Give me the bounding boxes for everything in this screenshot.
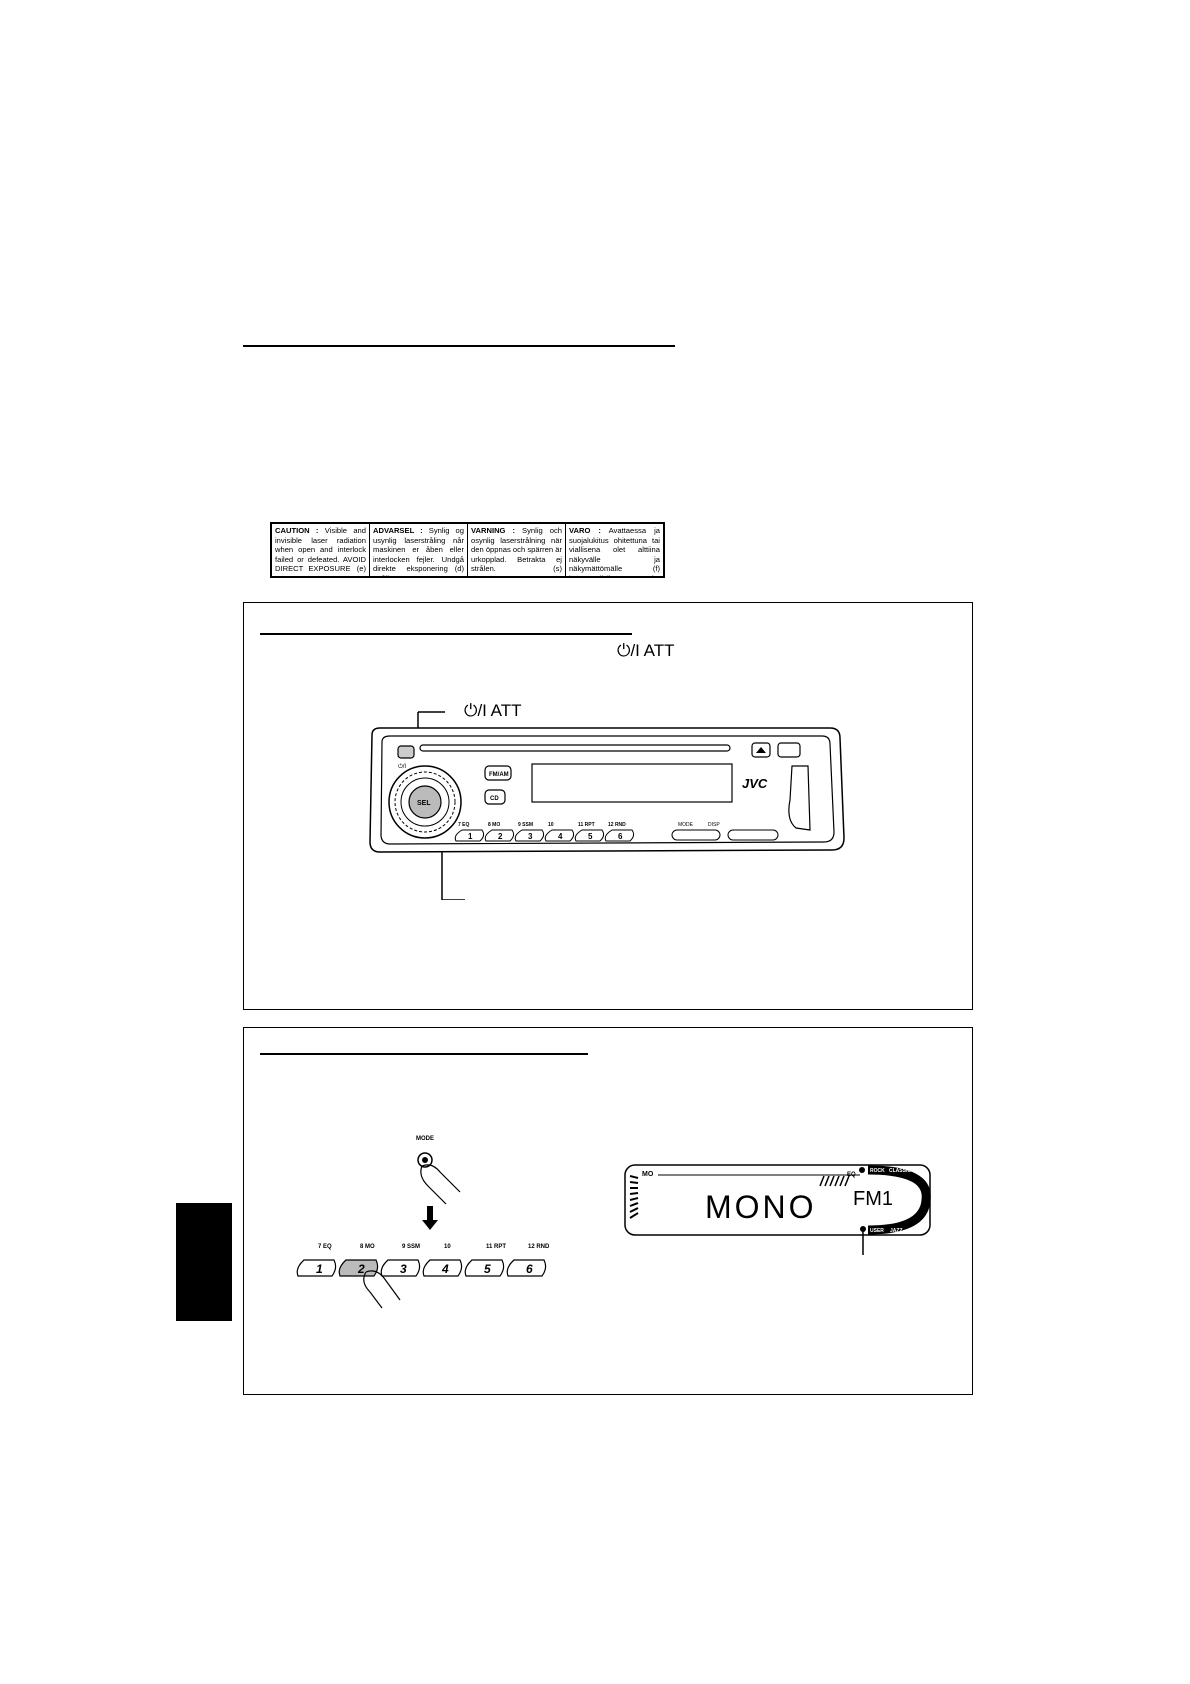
mo-indicator: MO [642, 1171, 654, 1178]
laser-warning-varning: VARNING : Synlig och osynlig laserstråln… [468, 524, 566, 576]
unit-preset-label-6: 12 RND [608, 822, 626, 828]
mode-preset-illustration: MODE 7 EQ 8 MO 9 SSM 10 11 RPT 12 RND 1 2 3 4 5 6 [296, 1136, 550, 1309]
unit-preset-button-6[interactable]: 6 [604, 829, 635, 842]
unit-preset-number: 2 [498, 832, 503, 841]
eq-mode-user: USER [870, 1228, 884, 1234]
fm-am-label: FM/AM [489, 772, 509, 778]
eq-mode-arc [867, 1165, 931, 1235]
mode-disp-buttons[interactable] [671, 829, 721, 841]
laser-warning-advarsel: ADVARSEL : Synlig og usynlig laserstråli… [370, 524, 468, 576]
laser-warning-text: Avattaessa ja suojalukitus ohitettuna ta… [569, 526, 661, 576]
preset-button-6[interactable]: 6 [506, 1259, 547, 1277]
preset-label-2: 8 MO [360, 1244, 375, 1250]
laser-warning-code: (d) [452, 564, 464, 574]
language-side-tab [176, 1203, 232, 1321]
unit-preset-label-4: 10 [548, 822, 554, 828]
right-side-control[interactable] [788, 765, 811, 831]
unit-preset-number: 5 [588, 832, 593, 841]
unit-preset-button-5[interactable]: 5 [574, 829, 605, 842]
section-heading-rule [243, 345, 675, 347]
unit-preset-number: 3 [528, 832, 533, 841]
laser-warning-text: Visible and invisible laser radiation wh… [275, 526, 367, 576]
car-stereo-illustration: ⏻/I SEL FM/AM CD JVC 7 EQ 8 MO 9 SSM 10 11 R… [369, 711, 845, 900]
preset-number: 3 [400, 1262, 407, 1276]
preset-label-3: 9 SSM [402, 1244, 420, 1250]
laser-warning-code: (f) [650, 564, 660, 574]
preset-button-4[interactable]: 4 [422, 1259, 463, 1277]
laser-warning-label: CAUTION : Visible and invisible laser ra… [270, 522, 665, 578]
laser-warning-code: (e) [354, 564, 366, 574]
unit-preset-button-2[interactable]: 2 [484, 829, 515, 842]
lcd-main-text: MONO [705, 1189, 817, 1225]
laser-warning-heading: VARNING : [471, 526, 516, 535]
pty-button[interactable] [777, 742, 801, 758]
unit-preset-button-4[interactable]: 4 [544, 829, 575, 842]
laser-warning-text: Synlig og usynlig laserstråling når mask… [373, 526, 464, 576]
preset-number: 6 [526, 1262, 533, 1276]
eq-mode-classic: CLASSIC [889, 1168, 911, 1174]
mono-panel [243, 1027, 973, 1395]
unit-preset-label-5: 11 RPT [578, 822, 595, 828]
unit-preset-number: 6 [618, 832, 623, 841]
laser-warning-heading: ADVARSEL : [373, 526, 423, 535]
eq-indicator: EQ [847, 1172, 856, 1178]
preset-label-4: 10 [444, 1244, 451, 1250]
panel1-heading-rule [260, 633, 632, 635]
preset-button-1[interactable]: 1 [296, 1259, 337, 1277]
lcd-display-illustration: MO EQ MONO FM1 ROCK CLASSIC USER JAZZ [624, 1164, 931, 1255]
finger-icon [420, 1164, 461, 1205]
mode-label: MODE [678, 822, 694, 828]
preset-number: 4 [441, 1262, 449, 1276]
preset-label-5: 11 RPT [486, 1244, 506, 1250]
laser-warning-code: (s) [551, 564, 562, 574]
unit-preset-label-1: 7 EQ [458, 822, 470, 828]
unit-preset-button-3[interactable]: 3 [514, 829, 545, 842]
eq-mode-rock: ROCK [870, 1168, 885, 1174]
unit-preset-number: 4 [558, 832, 563, 841]
laser-warning-text: Synlig och osynlig laserstrålning när de… [471, 526, 562, 574]
sel-button-label: SEL [417, 800, 431, 807]
power-button-inline-label: ⏻/I ATT [617, 641, 675, 660]
laser-warning-varo: VARO : Avattaessa ja suojalukitus ohitet… [566, 524, 663, 576]
unit-preset-number: 1 [468, 832, 473, 841]
power-button[interactable] [397, 745, 415, 759]
laser-warning-caution: CAUTION : Visible and invisible laser ra… [272, 524, 370, 576]
unit-preset-label-3: 9 SSM [518, 822, 533, 828]
lcd-band-text: FM1 [853, 1188, 893, 1210]
preset-button-3[interactable]: 3 [380, 1259, 421, 1277]
finger-on-preset-2-icon [363, 1270, 401, 1309]
unit-preset-button-1[interactable]: 1 [454, 829, 485, 842]
preset-label-6: 12 RND [528, 1244, 550, 1250]
cd-slot[interactable] [419, 744, 731, 752]
preset-button-5[interactable]: 5 [464, 1259, 505, 1277]
power-off-label: ⏻/I [398, 763, 406, 770]
cd-button[interactable] [484, 789, 506, 805]
eject-icon [756, 747, 766, 753]
preset-number: 2 [357, 1262, 365, 1276]
brand-logo: JVC [742, 776, 768, 791]
laser-warning-heading: CAUTION : [275, 526, 319, 535]
preset-number: 1 [316, 1262, 323, 1276]
power-panel: ⏻/I ATT ⏻/I ATT [243, 602, 973, 1010]
cd-button-label: CD [490, 796, 499, 802]
sel-button[interactable] [408, 785, 442, 819]
panel2-heading-rule [260, 1053, 588, 1055]
preset-button-2[interactable]: 2 [338, 1259, 379, 1277]
power-button-callout-label: ⏻/I ATT [464, 701, 522, 720]
mode-button-label: MODE [416, 1136, 434, 1142]
fm-am-button[interactable] [484, 765, 512, 781]
disp-label: DISP [708, 822, 720, 828]
down-arrow-icon [422, 1206, 438, 1230]
eq-mode-jazz: JAZZ [890, 1228, 903, 1234]
display-window [531, 763, 733, 803]
preset-number: 5 [484, 1262, 491, 1276]
laser-warning-heading: VARO : [569, 526, 601, 535]
seek-buttons[interactable] [727, 829, 779, 841]
unit-preset-label-2: 8 MO [488, 822, 500, 828]
preset-label-1: 7 EQ [318, 1244, 332, 1250]
